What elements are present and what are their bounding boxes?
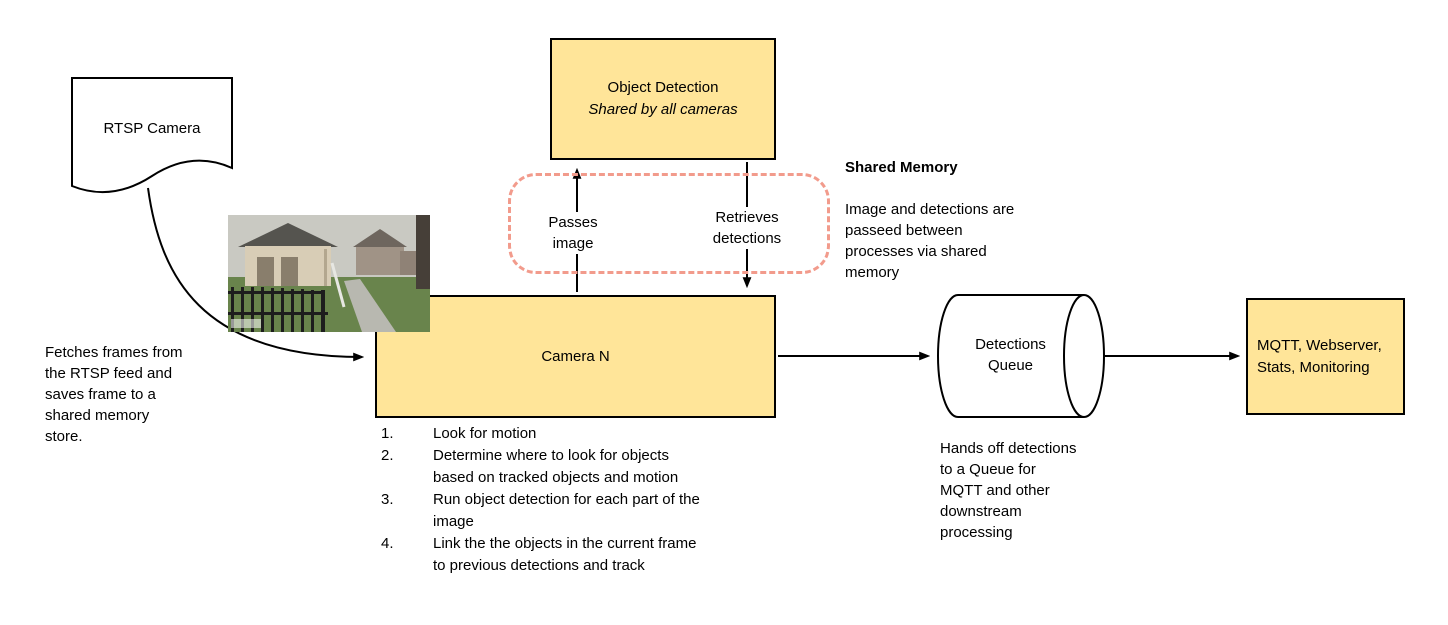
camera-frame-image [228, 215, 430, 332]
queue-handoff-note: Hands off detections to a Queue for MQTT… [940, 440, 1077, 541]
node-camera-n: Camera N [375, 295, 776, 418]
passes-image-label: Passes image [546, 212, 600, 254]
fetch-frames-note: Fetches frames from the RTSP feed and sa… [45, 344, 183, 445]
shared-memory-note-body: Image and detections are passeed between… [845, 201, 1015, 281]
detections-queue-shape [937, 294, 1105, 418]
node-object-detection: Object Detection Shared by all cameras [550, 38, 776, 160]
object-detection-subtitle: Shared by all cameras [588, 101, 738, 118]
node-outputs: MQTT, Webserver, Stats, Monitoring [1246, 298, 1405, 415]
camera-step-item: Look for motion [381, 423, 768, 445]
object-detection-title: Object Detection [607, 79, 719, 96]
backyard-photo [228, 215, 430, 332]
shared-memory-region [508, 173, 830, 274]
shared-memory-note: Shared Memory Image and detections are p… [845, 136, 1050, 304]
camera-steps-list: Look for motion Determine where to look … [381, 423, 768, 577]
camera-step-text: Determine where to look for objects base… [433, 447, 679, 486]
detections-queue-label: Detections Queue [975, 336, 1046, 374]
shared-memory-note-title: Shared Memory [845, 159, 958, 176]
camera-step-text: Link the the objects in the current fram… [433, 535, 697, 574]
retrieves-detections-label: Retrieves detections [710, 207, 784, 249]
rtsp-camera-document-shape [71, 77, 233, 194]
rtsp-camera-label: RTSP Camera [103, 120, 201, 137]
camera-step-item: Link the the objects in the current fram… [381, 533, 768, 577]
outputs-label: MQTT, Webserver, Stats, Monitoring [1257, 336, 1382, 376]
camera-step-item: Determine where to look for objects base… [381, 445, 768, 489]
camera-step-text: Look for motion [433, 425, 537, 442]
camera-step-item: Run object detection for each part of th… [381, 489, 768, 533]
camera-step-text: Run object detection for each part of th… [433, 491, 700, 530]
edge-rtsp-to-camera [147, 187, 365, 362]
camera-n-label: Camera N [541, 347, 610, 365]
